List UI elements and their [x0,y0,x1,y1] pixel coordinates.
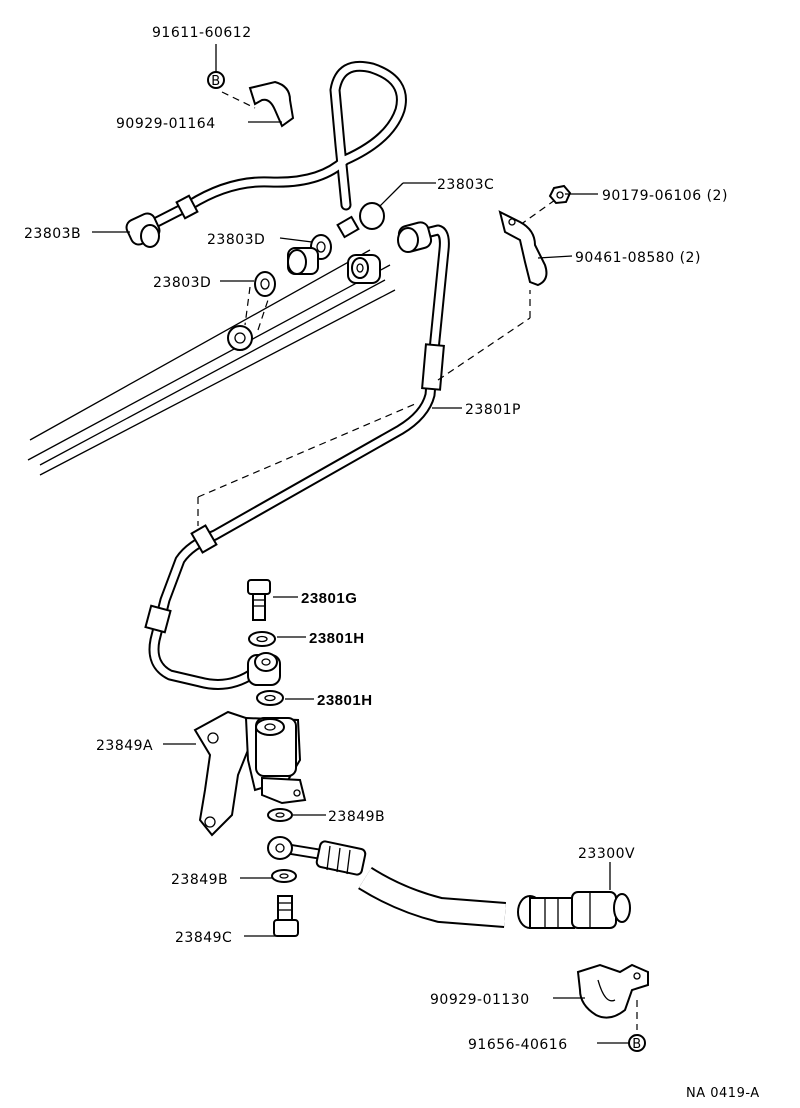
label-23803b: 23803B [24,226,81,242]
label-23849a: 23849A [96,738,153,754]
ref-marker-b-top: B [207,71,225,89]
union-bolt-23801g [247,579,271,621]
nut-90179-06106 [548,184,572,205]
gasket-23803d-lower [254,271,276,297]
washer-23849b-upper [267,808,293,822]
ref-line-rail [197,403,416,526]
union-bracket-23849a [193,710,307,837]
ref-marker-b-bottom: B [628,1034,646,1052]
frame-rail [27,249,396,476]
label-23849b-upper: 23849B [328,809,385,825]
clamp-90461-08580 [498,210,548,287]
label-23803c: 23803C [437,177,494,193]
ref-marker-b-top-label: B [211,74,220,89]
clip-90929-01164 [248,80,295,128]
label-23801p: 23801P [465,402,521,418]
label-23803d-lower: 23803D [153,275,211,291]
ref-line-clip-top [221,91,256,109]
label-23803d-upper: 23803D [207,232,265,248]
label-90929-01130: 90929-01130 [430,992,530,1008]
rail-fitting-right [347,254,381,284]
washer-23801h-lower [256,690,284,706]
fuel-return-pipe [139,60,407,234]
footer-diagram-code: NA 0419-A [686,1086,760,1101]
label-23849c: 23849C [175,930,232,946]
washer-23849b-lower [271,869,297,883]
rail-fitting-left [227,325,253,351]
label-23801h-upper: 23801H [309,630,365,647]
washer-23801h-upper [248,631,276,647]
label-91611-60612: 91611-60612 [152,25,252,41]
ref-line-clamp [437,290,531,381]
ref-marker-b-bottom-label: B [632,1037,641,1052]
leader-lines [92,44,629,1044]
union-bolt-block [287,247,319,275]
fitting-23803c-upper [336,202,385,239]
label-90461-08580: 90461-08580 (2) [575,250,701,266]
fitting-23803c-lower [397,221,433,253]
fuel-pipe-23801p [144,224,450,690]
label-91656-40616: 91656-40616 [468,1037,568,1053]
ref-line-nut [519,199,556,226]
label-23849b-lower: 23849B [171,872,228,888]
clip-90929-01130 [576,963,649,1019]
label-90179-06106: 90179-06106 (2) [602,188,728,204]
label-23300v: 23300V [578,846,635,862]
label-23801h-lower: 23801H [317,692,373,709]
label-90929-01164: 90929-01164 [116,116,216,132]
fuel-hose-23300v [267,836,631,929]
union-fitting-23803b [125,212,161,248]
label-23801g: 23801G [301,590,357,607]
banjo-fitting-23801p [247,652,281,686]
union-bolt-23849c [273,895,299,937]
